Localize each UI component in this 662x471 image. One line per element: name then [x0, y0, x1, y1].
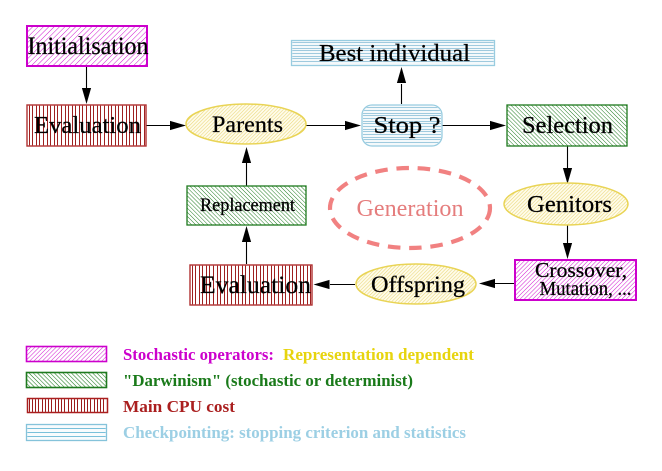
svg-text:Genitors: Genitors	[527, 192, 612, 218]
svg-text:Selection: Selection	[522, 113, 613, 139]
svg-text:Initialisation: Initialisation	[28, 33, 149, 60]
svg-text:"Darwinism" (stochastic or det: "Darwinism" (stochastic or determinist)	[123, 371, 413, 390]
svg-text:Offspring: Offspring	[371, 272, 465, 298]
svg-text:Evaluation: Evaluation	[34, 112, 141, 139]
svg-text:Replacement: Replacement	[200, 196, 296, 216]
svg-text:Checkpointing: stopping criter: Checkpointing: stopping criterion and st…	[123, 423, 466, 442]
svg-text:Parents: Parents	[212, 112, 283, 138]
svg-text:Stochastic operators:: Stochastic operators:	[123, 345, 274, 364]
svg-text:Mutation, ...: Mutation, ...	[540, 278, 632, 300]
svg-text:Stop ?: Stop ?	[374, 112, 441, 139]
svg-text:Evaluation: Evaluation	[200, 272, 312, 299]
svg-text:Best individual: Best individual	[319, 40, 470, 67]
svg-text:Representation dependent: Representation dependent	[283, 345, 474, 364]
svg-text:Crossover,: Crossover,	[535, 258, 627, 282]
svg-text:Main CPU cost: Main CPU cost	[123, 397, 235, 416]
svg-text:Generation: Generation	[357, 196, 464, 222]
